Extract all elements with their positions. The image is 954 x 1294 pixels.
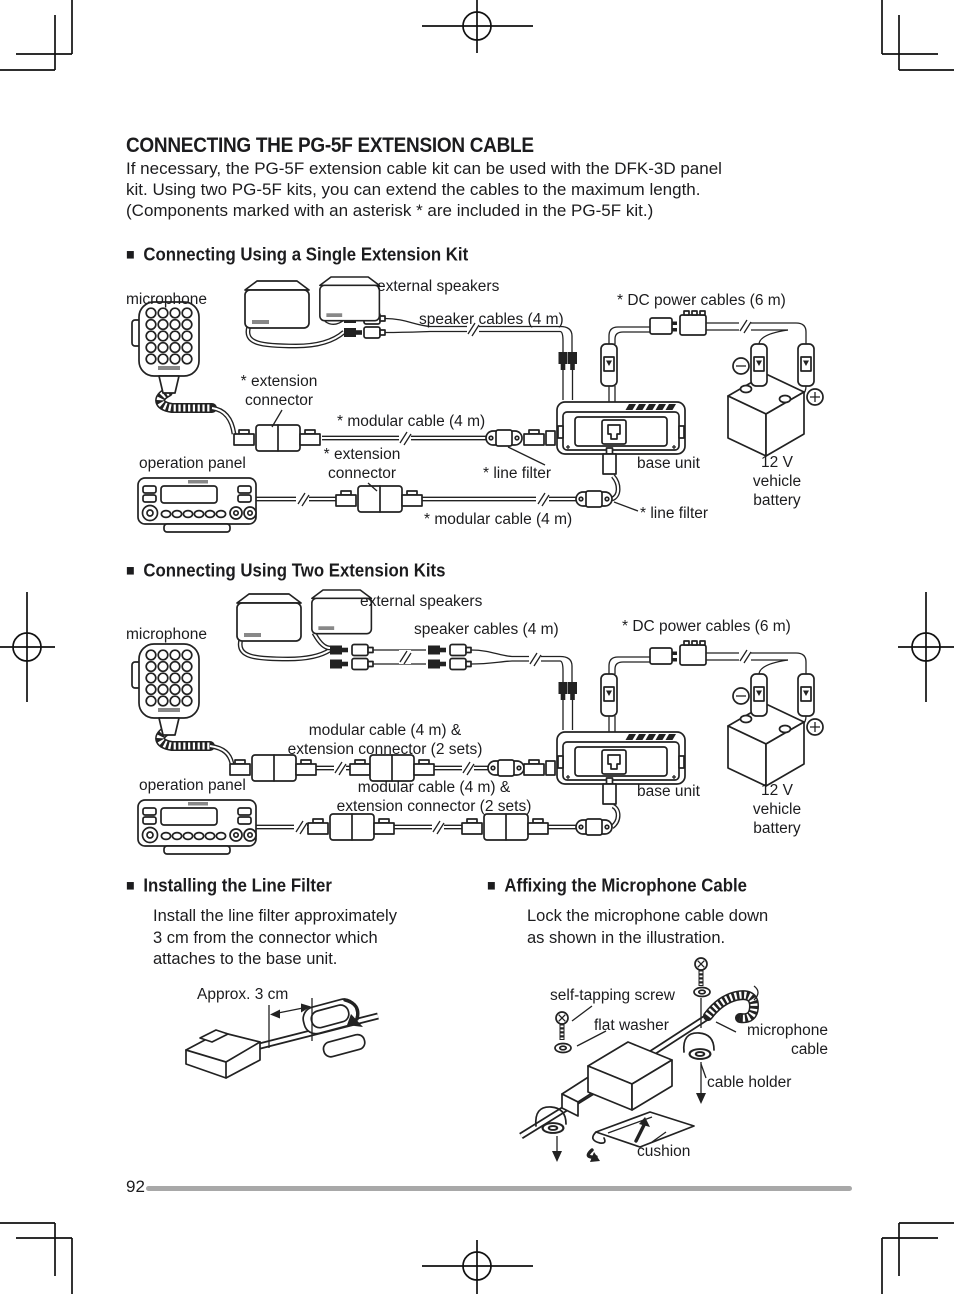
speaker-cable-illustration-2 (237, 631, 577, 730)
panel-modular-cable (256, 447, 621, 513)
section-heading-line-filter: ■ Installing the Line Filter (126, 875, 332, 897)
label-microphone: microphone (126, 291, 207, 308)
battery-illustration (727, 357, 824, 457)
screw-washer-left (555, 1012, 572, 1054)
section-bullet-icon: ■ (126, 877, 135, 895)
label-base-unit: base unit (637, 455, 700, 472)
label-cushion: cushion (637, 1143, 691, 1160)
label-flat-washer: flat washer (594, 1017, 669, 1034)
mic-connector-body (561, 1041, 673, 1117)
section-heading-text: Affixing the Microphone Cable (504, 875, 748, 896)
label-line-filter-bottom: * line filter (640, 505, 709, 522)
label-approx-3cm: Approx. 3 cm (197, 986, 289, 1003)
label-modular-cable-bottom: * modular cable (4 m) (424, 511, 573, 528)
mic-cable-body: Lock the microphone cable down as shown … (527, 907, 769, 947)
page-title: CONNECTING THE PG-5F EXTENSION CABLE (126, 134, 534, 158)
section-heading-single-kit: ■ Connecting Using a Single Extension Kit (126, 244, 468, 266)
section-bullet-icon: ■ (487, 877, 496, 895)
section-heading-text: Installing the Line Filter (143, 875, 332, 896)
dc-power-cable-illustration (600, 310, 824, 457)
operation-panel-illustration (137, 477, 257, 533)
label-extension-connector-top: * extension connector (240, 373, 318, 409)
external-speakers-illustration-2 (236, 589, 373, 642)
label-operation-panel: operation panel (139, 455, 246, 472)
label-external-speakers: external speakers (377, 278, 500, 295)
label-external-speakers-2: external speakers (360, 593, 483, 610)
label-microphone-2: microphone (126, 626, 207, 643)
label-microphone-cable: microphone cable (747, 1022, 828, 1058)
base-unit-illustration-2 (556, 731, 686, 785)
section-bullet-icon: ■ (126, 246, 135, 264)
label-modular-cable-top: * modular cable (4 m) (337, 413, 486, 430)
fuse-holder (600, 343, 618, 387)
section-heading-text: Connecting Using a Single Extension Kit (143, 244, 469, 265)
battery-illustration-2 (727, 687, 824, 787)
page-number: 92 (126, 1177, 145, 1196)
section-bullet-icon: ■ (126, 562, 135, 580)
cable-holder-left (534, 1106, 567, 1135)
line-filter-install-illustration (185, 998, 379, 1079)
operation-panel-illustration-2 (137, 799, 257, 855)
dimension-marks (268, 998, 313, 1048)
label-base-unit-2: base unit (637, 783, 700, 800)
line-filter-body: Install the line filter approximately 3 … (153, 907, 397, 968)
label-speaker-cables: speaker cables (4 m) (419, 311, 564, 328)
label-extension-connector-bottom: * extension connector (323, 446, 401, 482)
external-speakers-illustration (244, 276, 381, 329)
ferrite-clamp (302, 998, 366, 1058)
rj45-connector (185, 1029, 261, 1079)
label-line-filter-top: * line filter (483, 465, 552, 482)
section-heading-text: Connecting Using Two Extension Kits (143, 560, 446, 581)
microphone-illustration (131, 301, 200, 394)
base-unit-illustration (556, 401, 686, 455)
footer-rule (146, 1186, 852, 1191)
label-battery-2: 12 V vehicle battery (752, 782, 802, 837)
section-heading-mic-cable: ■ Affixing the Microphone Cable (487, 875, 747, 897)
screw-washer-right (694, 958, 711, 998)
label-dc-power-cables-2: * DC power cables (6 m) (622, 618, 791, 635)
microphone-illustration-2 (131, 643, 200, 736)
label-operation-panel-2: operation panel (139, 777, 246, 794)
intro-paragraph: If necessary, the PG-5F extension cable … (126, 159, 722, 220)
cable-coil (703, 985, 760, 1024)
section-heading-two-kits: ■ Connecting Using Two Extension Kits (126, 560, 445, 582)
dc-power-cable-illustration-2 (600, 640, 824, 787)
label-modular-ext-bottom: modular cable (4 m) & extension connecto… (336, 779, 532, 815)
label-battery: 12 V vehicle battery (752, 454, 802, 509)
label-self-tapping-screw: self-tapping screw (550, 987, 675, 1004)
label-speaker-cables-2: speaker cables (4 m) (414, 621, 559, 638)
label-dc-power-cables: * DC power cables (6 m) (617, 292, 786, 309)
label-cable-holder: cable holder (707, 1074, 792, 1091)
label-modular-ext-top: modular cable (4 m) & extension connecto… (287, 722, 483, 758)
